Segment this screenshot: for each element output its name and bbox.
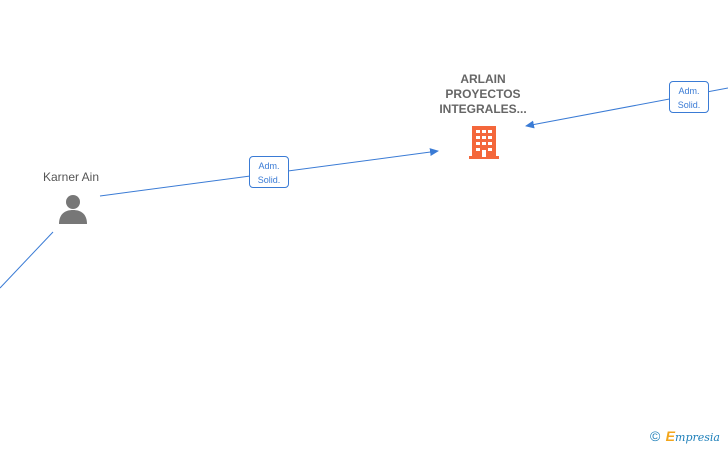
company-name-line: INTEGRALES...: [439, 102, 527, 116]
edge-label-line: Adm.: [258, 161, 280, 171]
person-name[interactable]: Karner Ain: [42, 170, 100, 184]
company-name[interactable]: ARLAIN PROYECTOS INTEGRALES...: [418, 72, 548, 117]
edge-label-line: Solid.: [677, 100, 701, 110]
edge-label-line: Solid.: [257, 175, 281, 185]
brand-logo-text: mpresia: [675, 431, 720, 444]
company-name-line: ARLAIN: [460, 72, 506, 86]
copyright-symbol: ©: [650, 428, 661, 444]
edge-label-adm-solid[interactable]: Adm. Solid.: [669, 81, 709, 113]
person-icon[interactable]: [58, 194, 88, 224]
building-icon[interactable]: [468, 124, 500, 160]
edge-offscreen-to-person: [0, 231, 54, 289]
brand-logo-initial: E: [665, 428, 676, 444]
empresia-watermark: © Empresia: [650, 428, 720, 444]
edge-label-adm-solid[interactable]: Adm. Solid.: [249, 156, 289, 188]
edge-label-line: Adm.: [678, 86, 700, 96]
company-name-line: PROYECTOS: [445, 87, 521, 101]
